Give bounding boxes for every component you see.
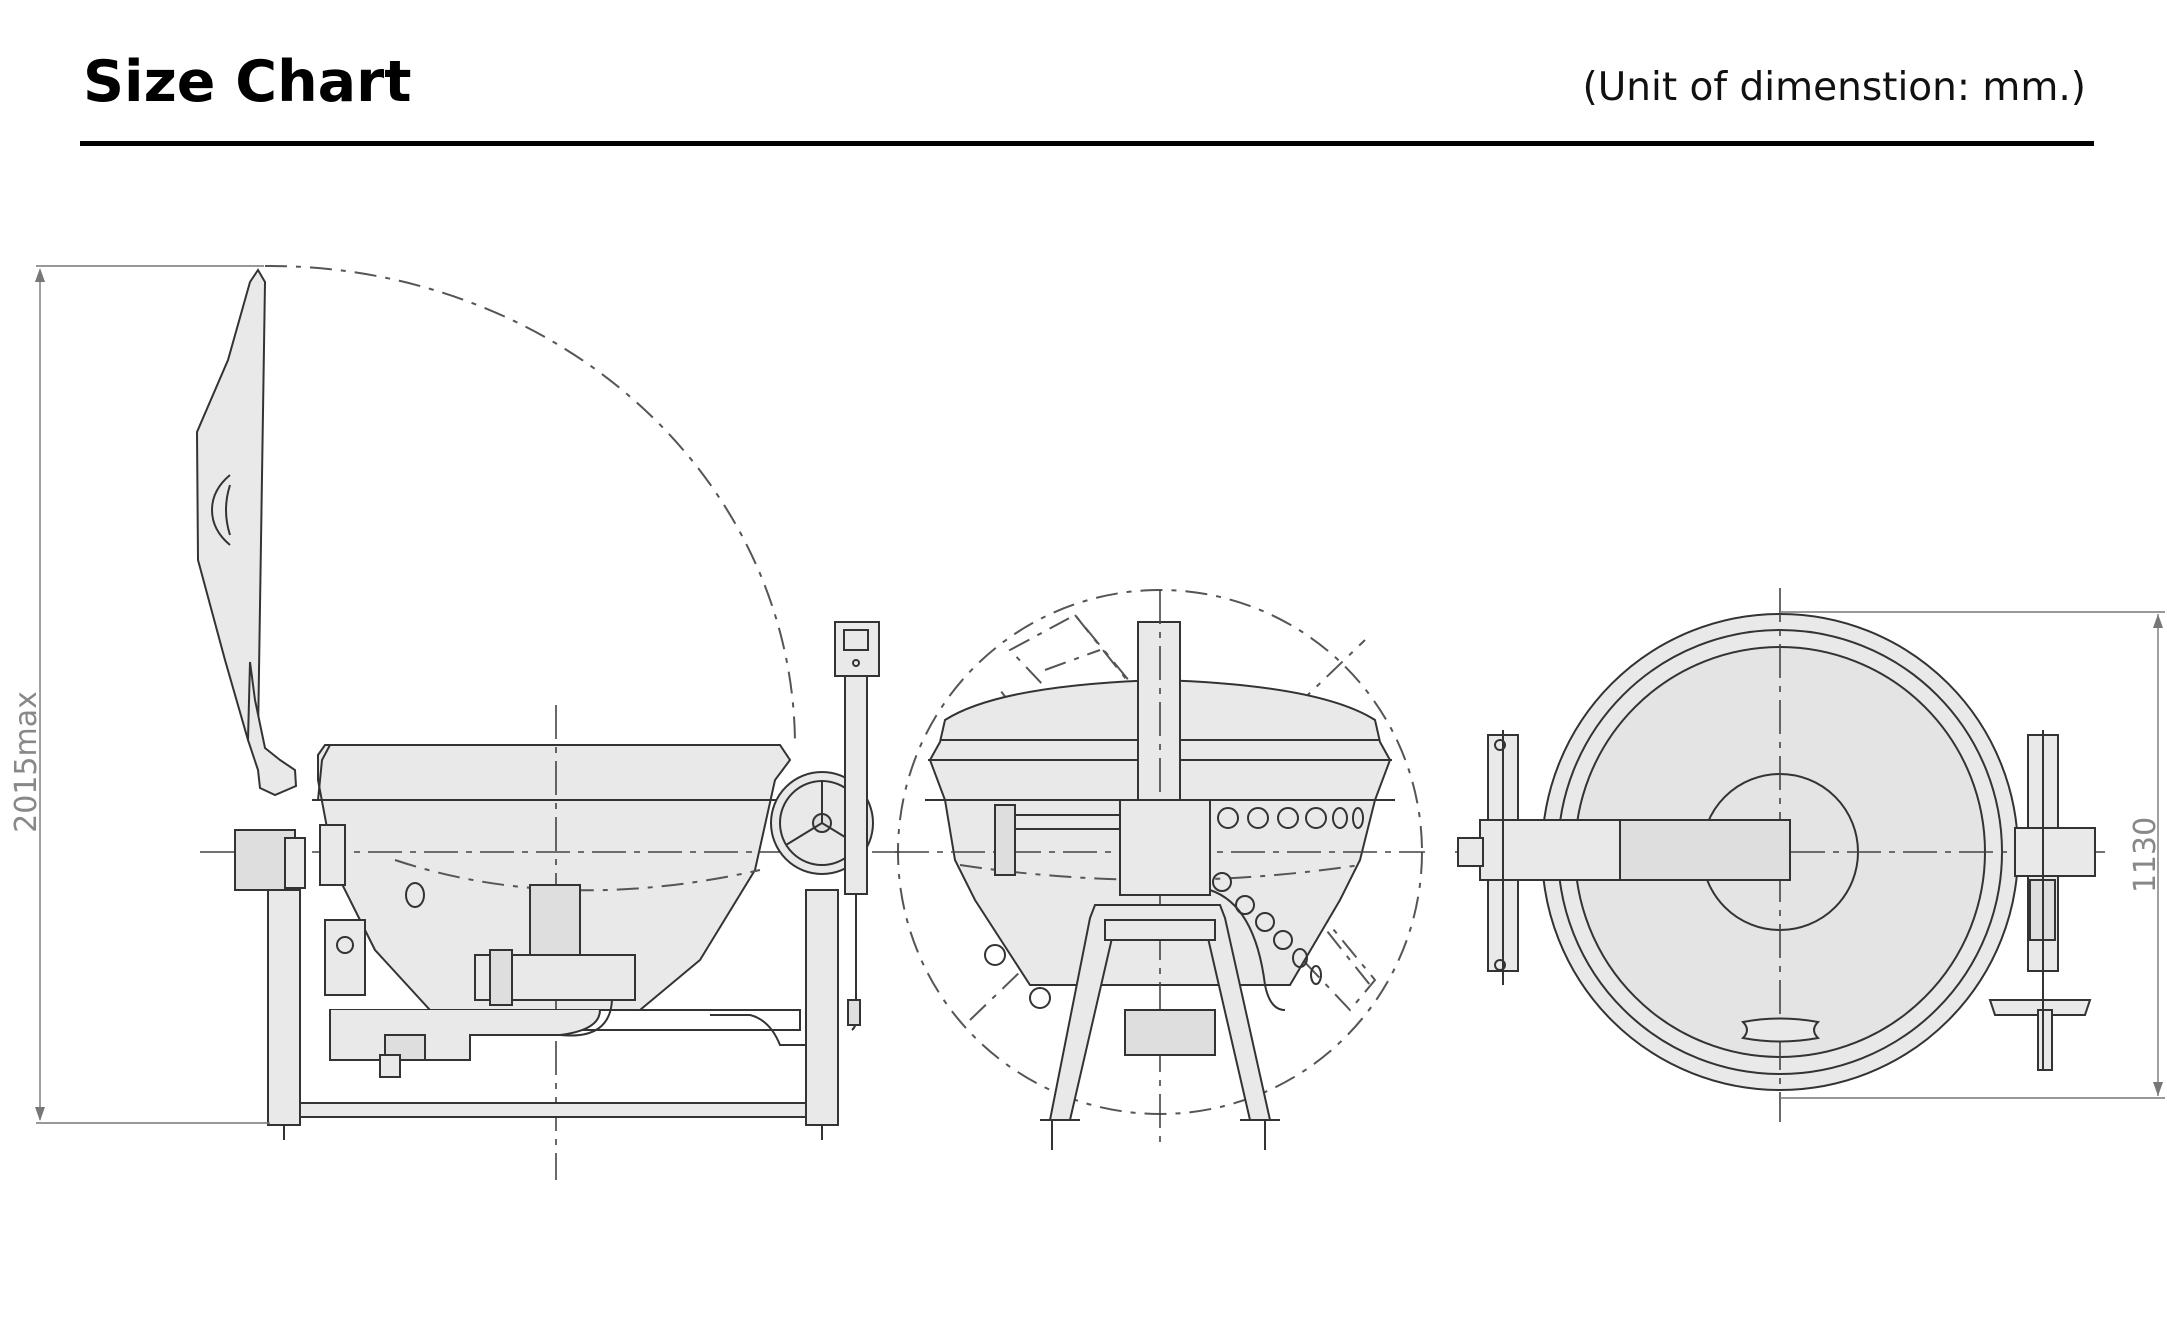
unit-note: (Unit of dimenstion: mm.) [1582,65,2086,110]
lid-arm [246,661,298,797]
control-pole [844,675,868,895]
drive-shaft [1009,814,1121,830]
side-view [195,264,900,1180]
left-leg [267,889,301,1126]
top-view [1455,588,2105,1122]
top-pivot-arm [1619,819,1791,881]
width-label: 1130 [2128,817,2163,893]
control-box [324,919,366,996]
height-label: 2015max [9,691,44,833]
lid-handle [210,474,231,546]
top-handwheel[interactable] [1988,999,2092,1016]
height-dimension: 2015max [9,265,270,1124]
page-title: Size Chart [83,49,412,115]
front-view [895,589,1425,1150]
drain-handle [1740,1017,1821,1043]
width-dimension: 1130 [1780,611,2165,1099]
gas-pipe [329,1009,601,1061]
right-leg [805,889,839,1126]
lid-swing-arc [264,264,796,746]
page-header: Size Chart (Unit of dimenstion: mm.) [80,40,2094,146]
open-lid [195,268,267,742]
base-frame [299,1102,807,1118]
